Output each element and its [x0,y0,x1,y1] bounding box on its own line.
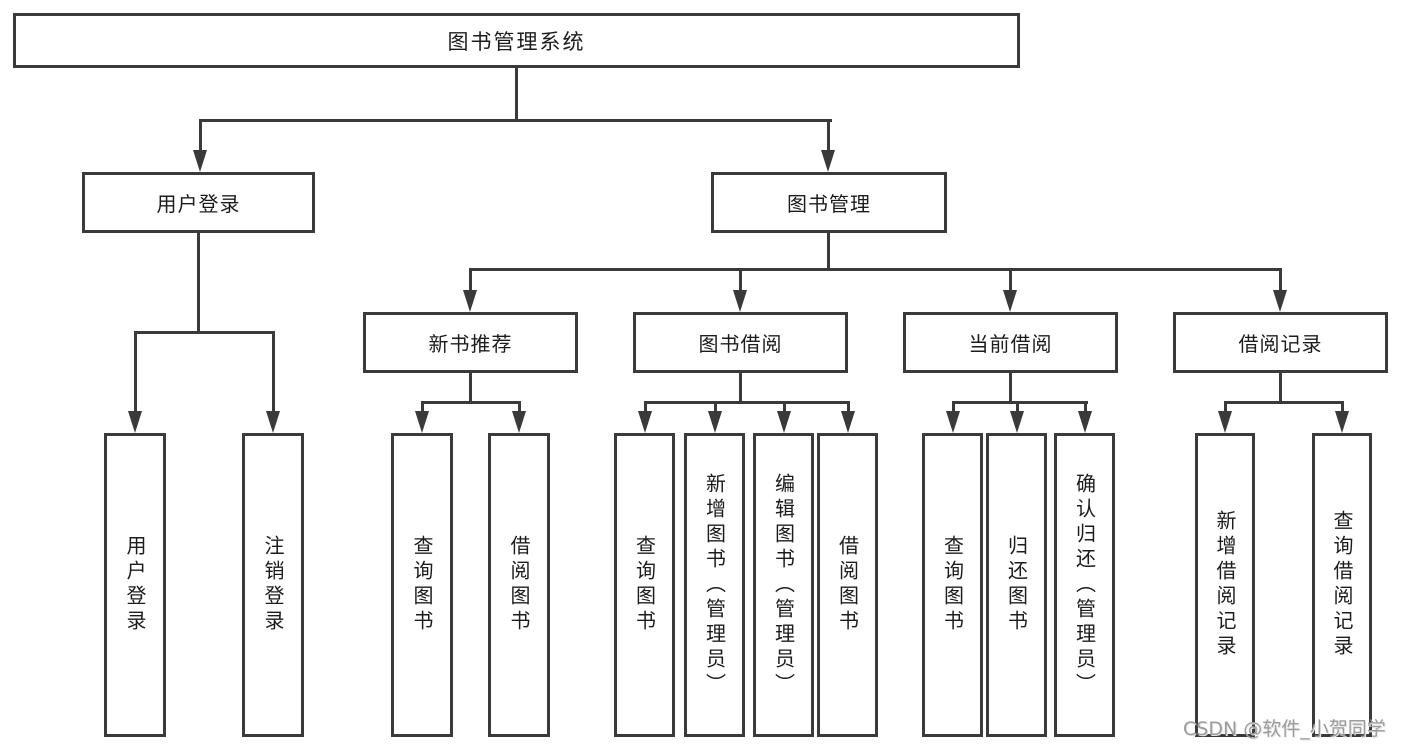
connector-root-trunk [515,68,518,121]
connector-drop [1084,401,1087,413]
node-new-book-rec: 新书推荐 [363,312,578,373]
connector-drop [847,401,850,413]
connector-user-login-trunk [197,233,200,334]
arrow-down-leaf-logout [266,411,280,433]
leaf-logout-label: 注销登录 [261,535,285,635]
arrow-down [1078,411,1092,433]
leaf-query-books-current: 查询图书 [922,433,983,737]
node-current-borrow: 当前借阅 [903,312,1118,373]
arrow-down [415,411,429,433]
leaf-add-borrow-record-label: 新增借阅记录 [1213,510,1237,660]
leaf-borrow-books-rec-label: 借阅图书 [507,535,531,635]
leaf-return-book-label: 归还图书 [1004,535,1029,635]
leaf-user-login-label: 用户登录 [123,535,147,635]
arrow-down [708,411,722,433]
connector-drop-book-mgmt [827,119,830,152]
connector-drop [644,401,647,413]
arrow-down-book-mgmt [821,150,835,172]
arrow-down-borrow-records [1273,290,1287,312]
connector-drop [783,401,786,413]
arrow-down [777,411,791,433]
arrow-down-leaf-login [128,411,142,433]
connector-drop-book-borrow [739,268,742,292]
leaf-user-login: 用户登录 [104,433,166,737]
leaf-query-borrow-record-label: 查询借阅记录 [1330,510,1354,660]
leaf-query-books-rec-label: 查询图书 [410,535,434,635]
connector-drop-user-login [199,119,202,152]
node-book-borrow-label: 图书借阅 [698,332,783,356]
node-book-mgmt-label: 图书管理 [787,192,871,216]
arrow-down [1335,411,1349,433]
leaf-query-borrow-record: 查询借阅记录 [1312,433,1372,737]
connector-drop [1341,401,1344,413]
node-borrow-records: 借阅记录 [1173,312,1388,373]
leaf-borrow-books: 借阅图书 [817,433,878,737]
arrow-down-book-borrow [733,290,747,312]
connector-drop-leaf-login [134,331,137,413]
node-book-mgmt: 图书管理 [711,172,947,233]
leaf-query-books-borrow-label: 查询图书 [632,535,657,635]
connector-current-borrow-crossbar [952,401,1088,404]
connector-root-crossbar [199,119,832,122]
node-current-borrow-label: 当前借阅 [968,332,1053,356]
connector-user-login-crossbar [134,331,275,334]
arrow-down-new-book-rec [463,290,477,312]
connector-book-borrow-crossbar [644,401,850,404]
connector-drop [1224,401,1227,413]
leaf-query-books-current-label: 查询图书 [940,535,965,635]
connector-current-borrow-trunk [1009,373,1012,404]
node-book-borrow: 图书借阅 [633,312,848,373]
leaf-query-books-borrow: 查询图书 [614,433,675,737]
connector-drop-current-borrow [1009,268,1012,292]
arrow-down [946,411,960,433]
connector-new-book-rec-crossbar [421,401,521,404]
connector-book-mgmt-crossbar [469,268,1282,271]
arrow-down-user-login [193,150,207,172]
connector-new-book-rec-trunk [469,373,472,404]
connector-drop-leaf-logout [272,331,275,413]
node-root: 图书管理系统 [13,13,1020,68]
leaf-add-book-admin: 新增图书（管理员） [684,433,745,737]
connector-book-mgmt-trunk [827,233,830,271]
arrow-down [1218,411,1232,433]
connector-book-borrow-trunk [739,373,742,404]
node-root-label: 图书管理系统 [447,29,586,54]
leaf-borrow-books-rec: 借阅图书 [488,433,550,737]
connector-drop [714,401,717,413]
arrow-down [512,411,526,433]
connector-drop-borrow-records [1279,268,1282,292]
leaf-query-books-rec: 查询图书 [391,433,453,737]
arrow-down [841,411,855,433]
leaf-confirm-return-admin-label: 确认归还（管理员） [1072,472,1097,698]
arrow-down [1010,411,1024,433]
leaf-add-borrow-record: 新增借阅记录 [1195,433,1255,737]
connector-borrow-records-trunk [1279,373,1282,404]
connector-drop [518,401,521,413]
connector-drop-new-book-rec [469,268,472,292]
connector-drop [952,401,955,413]
leaf-add-book-admin-label: 新增图书（管理员） [702,472,727,698]
node-borrow-records-label: 借阅记录 [1238,332,1323,356]
node-user-login: 用户登录 [82,172,315,233]
connector-drop [421,401,424,413]
leaf-edit-book-admin: 编辑图书（管理员） [753,433,814,737]
node-new-book-rec-label: 新书推荐 [428,332,513,356]
leaf-edit-book-admin-label: 编辑图书（管理员） [771,472,796,698]
leaf-borrow-books-label: 借阅图书 [835,535,860,635]
leaf-logout: 注销登录 [242,433,304,737]
csdn-watermark: CSDN @软件_小贺同学 [1183,718,1386,740]
arrow-down [638,411,652,433]
node-user-login-label: 用户登录 [156,192,241,216]
leaf-return-book: 归还图书 [986,433,1047,737]
connector-borrow-records-crossbar [1224,401,1344,404]
connector-drop [1016,401,1019,413]
leaf-confirm-return-admin: 确认归还（管理员） [1054,433,1115,737]
arrow-down-current-borrow [1003,290,1017,312]
